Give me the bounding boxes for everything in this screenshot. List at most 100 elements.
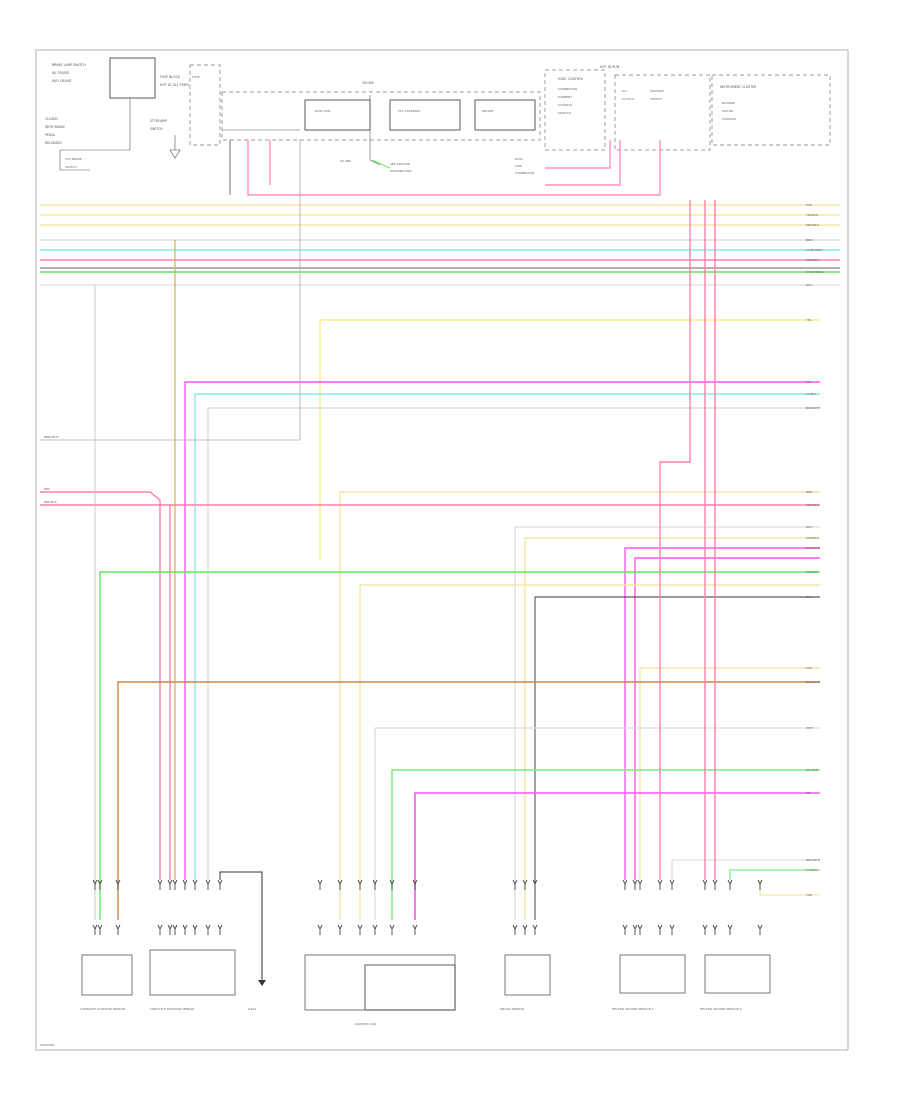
connector-pin <box>157 924 163 935</box>
horizontal-wires <box>40 140 840 986</box>
connector-pin <box>337 879 343 890</box>
connector-pin <box>357 924 363 935</box>
connector-pin <box>632 879 638 890</box>
connector-pin <box>389 924 395 935</box>
svg-text:STOPLAMP: STOPLAMP <box>150 119 167 123</box>
top-label-1: BRAKE LAMP SWITCH <box>52 63 86 67</box>
wire-label: BRN <box>806 490 812 494</box>
connector-pin <box>205 924 211 935</box>
connector-pin <box>92 879 98 890</box>
connector-pins <box>92 879 763 935</box>
left-label-2: PNK <box>44 487 51 491</box>
left-label-1: BRN/WHT <box>44 435 59 439</box>
connector-pin <box>702 924 708 935</box>
wire-label: BRN/WHT <box>806 858 821 862</box>
wire-label: LT BLU <box>806 392 816 396</box>
pcm-box <box>221 91 541 141</box>
connector-pin <box>622 924 628 935</box>
component-label-3: G104 <box>248 1007 256 1011</box>
svg-text:DISTRIBUTION: DISTRIBUTION <box>390 169 411 173</box>
svg-text:W/O CRUISE: W/O CRUISE <box>52 79 72 83</box>
connector-pin <box>157 879 163 890</box>
left-label-3: PNK/BLK <box>44 500 58 504</box>
wire-label: BLK <box>806 595 813 599</box>
left-labels: BRN/WHT PNK PNK/BLK <box>44 435 59 504</box>
bottom-components: CAMSHAFT POSITION SENSOR THROTTLE POSITI… <box>80 949 771 1026</box>
component-ignition-coil <box>304 954 456 1011</box>
component-label-1: CAMSHAFT POSITION SENSOR <box>80 1007 125 1011</box>
connector-pin <box>182 924 188 935</box>
connector-pin <box>372 924 378 935</box>
connector-pin <box>357 879 363 890</box>
svg-text:W/ ABS: W/ ABS <box>340 159 351 163</box>
wire-label: LT GRN <box>806 570 817 574</box>
svg-text:SWITCH: SWITCH <box>650 97 662 101</box>
connector-pin <box>712 924 718 935</box>
connector-pin <box>389 879 395 890</box>
svg-text:SWITCH: SWITCH <box>65 165 77 169</box>
connector-pin <box>757 879 763 890</box>
connector-pin <box>115 879 121 890</box>
top-label-3: HOT AT ALL TIMES <box>160 83 189 87</box>
top-label-2: FUSE BLOCK <box>160 75 181 79</box>
connector-pin <box>97 879 103 890</box>
svg-text:RELEASED: RELEASED <box>45 141 62 145</box>
connector-pin <box>167 879 173 890</box>
connector-pin <box>372 879 378 890</box>
svg-text:CLUTCH: CLUTCH <box>622 97 634 101</box>
svg-text:CONTROL: CONTROL <box>558 103 573 107</box>
svg-text:ELEMENT: ELEMENT <box>558 95 572 99</box>
connector-pin <box>532 879 538 890</box>
connector-pin <box>317 879 323 890</box>
connector-pin <box>712 879 718 890</box>
connector-pin <box>512 879 518 890</box>
svg-text:CONNECTOR: CONNECTOR <box>558 87 577 91</box>
connector-pin <box>669 879 675 890</box>
connector-pin <box>637 879 643 890</box>
top-label-4: CRUISE <box>362 81 374 85</box>
svg-text:SWITCH: SWITCH <box>150 127 163 131</box>
diagram-frame <box>35 49 849 1051</box>
wire-label: PNK/BLK <box>806 223 820 227</box>
svg-text:DRIVER: DRIVER <box>482 109 493 113</box>
connector-pin <box>702 879 708 890</box>
wire-label: WHT <box>806 726 813 730</box>
connector-pin <box>217 879 223 890</box>
svg-text:DATA: DATA <box>515 157 524 161</box>
module-label-1: HVAC CONTROL <box>558 77 584 81</box>
component-throttle-sensor <box>149 949 236 996</box>
wire-label: PNK/BLK <box>806 503 820 507</box>
connector-pin <box>172 924 178 935</box>
connector-pin <box>337 924 343 935</box>
connector-pin <box>669 924 675 935</box>
wire-label: BRN/WHT <box>806 680 821 684</box>
component-label-2: THROTTLE POSITION SENSOR <box>149 1007 194 1011</box>
svg-text:BLOWER: BLOWER <box>722 101 735 105</box>
component-knock-sensor <box>504 954 551 996</box>
connector-pin <box>115 924 121 935</box>
connector-pin <box>522 879 528 890</box>
connector-pin <box>317 924 323 935</box>
wire-label: LT GRN/BLK <box>806 270 824 274</box>
connector-pin <box>727 879 733 890</box>
connector-pin <box>97 924 103 935</box>
svg-text:CONNECTOR: CONNECTOR <box>515 171 534 175</box>
component-o2-sensor-2 <box>704 954 771 994</box>
wire-label: GRY <box>806 525 812 529</box>
svg-text:W/ CRUISE: W/ CRUISE <box>52 71 69 75</box>
svg-text:MOTOR: MOTOR <box>722 109 733 113</box>
component-camshaft-sensor <box>81 954 133 996</box>
connector-pin <box>727 924 733 935</box>
wire-label: GRY <box>806 283 812 287</box>
connector-pin <box>532 924 538 935</box>
wire-label: YEL/BLK <box>806 213 819 217</box>
svg-text:CLOSED: CLOSED <box>45 117 58 121</box>
wire-label: LT BLU/BLK <box>806 248 824 252</box>
wire-label: PPL <box>806 791 812 795</box>
connector-pin <box>632 924 638 935</box>
connector-pin <box>217 924 223 935</box>
svg-text:CONTROL: CONTROL <box>722 117 737 121</box>
svg-text:TCC BRAKE: TCC BRAKE <box>64 157 82 161</box>
